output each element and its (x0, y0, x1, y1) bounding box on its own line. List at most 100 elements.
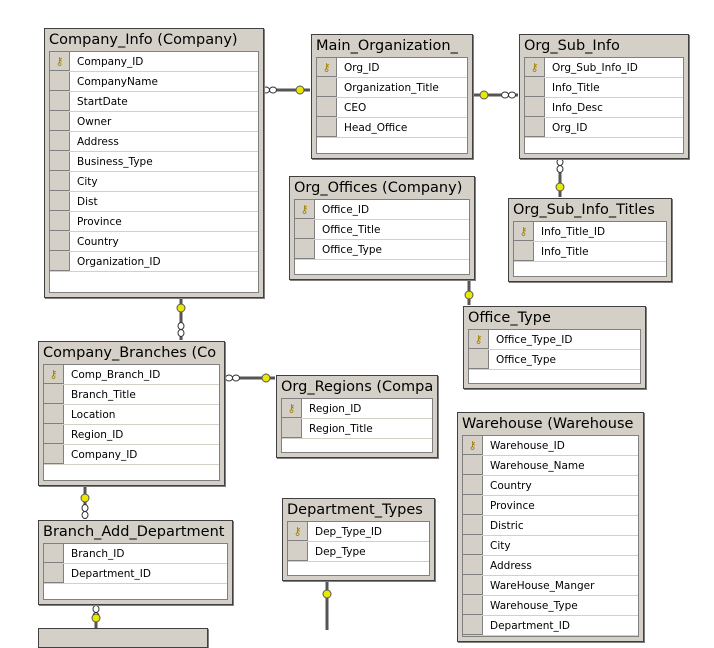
column-row[interactable]: Region_Title (282, 419, 432, 439)
column-row[interactable]: Warehouse_Name (463, 456, 638, 476)
row-selector[interactable] (50, 232, 70, 251)
table-11[interactable] (38, 628, 208, 648)
row-selector[interactable] (44, 564, 64, 583)
row-selector[interactable] (50, 112, 70, 131)
row-selector[interactable] (463, 596, 483, 615)
column-row[interactable]: Warehouse_Type (463, 596, 638, 616)
column-row[interactable]: ⚷Org_Sub_Info_ID (525, 58, 683, 78)
table-title[interactable]: Branch_Add_Department (43, 524, 225, 540)
column-row[interactable]: ⚷Dep_Type_ID (288, 522, 429, 542)
column-row[interactable]: Department_ID (463, 616, 638, 636)
key-icon[interactable]: ⚷ (288, 522, 308, 541)
row-selector[interactable] (463, 516, 483, 535)
column-row[interactable]: Office_Type (295, 240, 469, 260)
column-row[interactable]: Business_Type (50, 152, 258, 172)
column-row[interactable]: Info_Title (514, 242, 666, 262)
column-row[interactable]: Address (463, 556, 638, 576)
column-row[interactable]: WareHouse_Manger (463, 576, 638, 596)
column-row[interactable]: City (50, 172, 258, 192)
key-icon[interactable]: ⚷ (317, 58, 337, 77)
row-selector[interactable] (469, 350, 489, 369)
row-selector[interactable] (463, 456, 483, 475)
column-row[interactable]: ⚷Region_ID (282, 399, 432, 419)
row-selector[interactable] (288, 542, 308, 561)
column-row[interactable]: Owner (50, 112, 258, 132)
table-title[interactable]: Company_Branches (Co (43, 345, 217, 361)
table-title[interactable]: Office_Type (468, 310, 551, 326)
table-title[interactable]: Department_Types (287, 502, 423, 518)
column-row[interactable]: Branch_ID (44, 544, 227, 564)
column-row[interactable]: ⚷Org_ID (317, 58, 467, 78)
column-row[interactable]: City (463, 536, 638, 556)
row-selector[interactable] (317, 118, 337, 137)
column-row[interactable]: Country (50, 232, 258, 252)
table-title[interactable]: Org_Sub_Info_Titles (513, 202, 655, 218)
column-row[interactable]: Head_Office (317, 118, 467, 138)
table-title[interactable]: Org_Sub_Info (524, 38, 620, 54)
row-selector[interactable] (44, 544, 64, 563)
row-selector[interactable] (317, 98, 337, 117)
column-row[interactable]: Branch_Title (44, 385, 219, 405)
row-selector[interactable] (50, 72, 70, 91)
table-title[interactable]: Warehouse (Warehouse (462, 416, 634, 432)
column-row[interactable]: Country (463, 476, 638, 496)
row-selector[interactable] (463, 476, 483, 495)
row-selector[interactable] (44, 425, 64, 444)
column-row[interactable]: ⚷Warehouse_ID (463, 436, 638, 456)
table-title[interactable] (39, 629, 207, 647)
key-icon[interactable]: ⚷ (282, 399, 302, 418)
table-title[interactable]: Org_Offices (Company) (294, 180, 463, 196)
table-title[interactable]: Org_Regions (Compa (281, 379, 434, 395)
row-selector[interactable] (44, 385, 64, 404)
row-selector[interactable] (44, 445, 64, 464)
row-selector[interactable] (463, 556, 483, 575)
row-selector[interactable] (295, 220, 315, 239)
row-selector[interactable] (50, 212, 70, 231)
column-row[interactable]: CompanyName (50, 72, 258, 92)
key-icon[interactable]: ⚷ (525, 58, 545, 77)
key-icon[interactable]: ⚷ (463, 436, 483, 455)
column-row[interactable]: CEO (317, 98, 467, 118)
key-icon[interactable]: ⚷ (50, 52, 70, 71)
column-row[interactable]: ⚷Company_ID (50, 52, 258, 72)
column-row[interactable]: Office_Type (469, 350, 640, 370)
column-row[interactable]: Department_ID (44, 564, 227, 584)
row-selector[interactable] (50, 92, 70, 111)
column-row[interactable]: Organization_ID (50, 252, 258, 272)
row-selector[interactable] (50, 152, 70, 171)
column-row[interactable]: Dist (50, 192, 258, 212)
row-selector[interactable] (525, 98, 545, 117)
column-row[interactable]: Province (463, 496, 638, 516)
row-selector[interactable] (50, 172, 70, 191)
row-selector[interactable] (317, 78, 337, 97)
key-icon[interactable]: ⚷ (295, 200, 315, 219)
row-selector[interactable] (514, 242, 534, 261)
table-title[interactable]: Main_Organization_ (316, 38, 458, 54)
row-selector[interactable] (44, 405, 64, 424)
key-icon[interactable]: ⚷ (469, 330, 489, 349)
column-row[interactable]: Office_Title (295, 220, 469, 240)
column-row[interactable]: Region_ID (44, 425, 219, 445)
row-selector[interactable] (50, 132, 70, 151)
row-selector[interactable] (463, 576, 483, 595)
column-row[interactable]: Province (50, 212, 258, 232)
column-row[interactable]: ⚷Info_Title_ID (514, 222, 666, 242)
key-icon[interactable]: ⚷ (44, 365, 64, 384)
column-row[interactable]: Dep_Type (288, 542, 429, 562)
row-selector[interactable] (463, 496, 483, 515)
column-row[interactable]: ⚷Office_Type_ID (469, 330, 640, 350)
row-selector[interactable] (295, 240, 315, 259)
column-row[interactable]: Company_ID (44, 445, 219, 465)
column-row[interactable]: ⚷Comp_Branch_ID (44, 365, 219, 385)
row-selector[interactable] (525, 78, 545, 97)
column-row[interactable]: Info_Title (525, 78, 683, 98)
